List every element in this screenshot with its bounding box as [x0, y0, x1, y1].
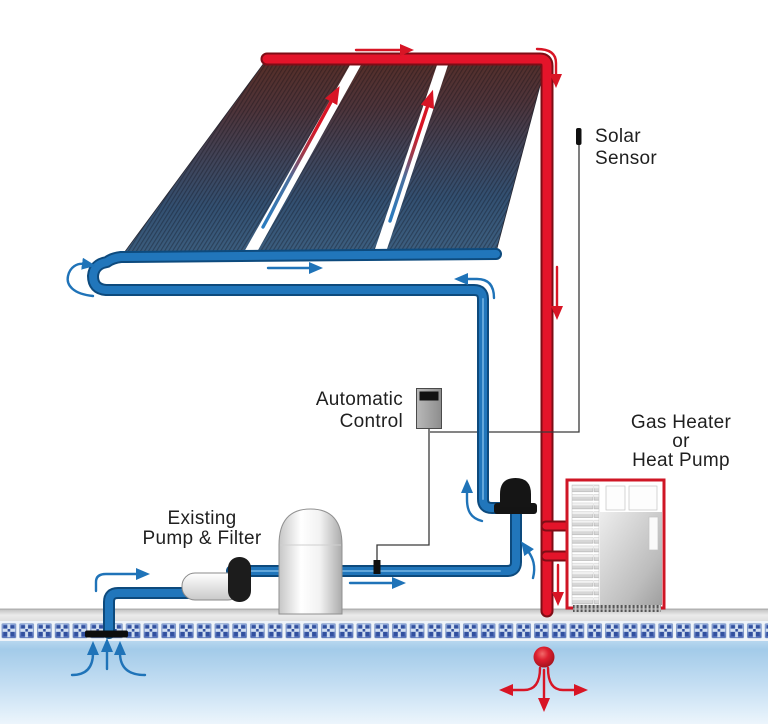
pool-deck-edge — [0, 608, 768, 611]
cold-flow-arrow — [66, 257, 96, 298]
cold-flow-arrow — [461, 479, 484, 523]
heating-flow-arrow — [388, 89, 435, 223]
heater-vent — [605, 485, 626, 511]
hot-flow-arrows — [354, 44, 564, 606]
cold-supply-riser-fill — [89, 250, 511, 512]
heater-vent — [628, 485, 658, 511]
filter-tank-body — [278, 508, 343, 615]
return-jet-outlet — [533, 646, 555, 668]
filter-tank — [278, 508, 343, 615]
pool-water — [0, 641, 768, 724]
heater-louvers — [571, 484, 600, 606]
heater-base-grille — [573, 605, 661, 612]
pump-filter-label: Existing — [168, 508, 237, 529]
control-display — [419, 391, 439, 401]
solar-sensor-probe — [576, 128, 582, 145]
gas-heater-label: Heat Pump — [632, 450, 730, 471]
cold-flow-arrows — [66, 257, 536, 593]
motorized-valve — [494, 478, 537, 514]
pump — [181, 557, 251, 602]
filter-to-valve-pipe-fill — [228, 510, 520, 575]
pool-tiles — [0, 621, 768, 641]
solar-sensor-label: Solar — [595, 126, 641, 147]
pool-deck — [0, 610, 768, 622]
hot-water-piping — [260, 52, 571, 618]
hot-return-pipe-fill — [262, 54, 552, 616]
collector-texture — [121, 63, 546, 257]
suction-flow-arrow — [70, 641, 99, 677]
solar-collector-panel — [120, 62, 547, 258]
automatic-control-label: Control — [340, 411, 403, 432]
solar-sensor-label: Sensor — [595, 148, 657, 169]
cold-flow-arrow — [94, 568, 150, 593]
hot-flow-arrow — [535, 47, 562, 88]
gas-heater-label: Gas Heater — [631, 412, 732, 433]
pump-motor — [228, 557, 251, 602]
pool-return-jet — [499, 646, 588, 712]
labels: Solar Sensor Automatic Control Gas Heate… — [143, 126, 732, 549]
gas-heater-label: or — [672, 431, 690, 452]
cold-flow-arrow — [521, 541, 536, 580]
gas-heater-unit — [565, 478, 666, 612]
return-flow-arrow — [546, 666, 588, 696]
automatic-control-label: Automatic — [316, 389, 403, 410]
valve-dome — [500, 478, 531, 507]
heater-slot — [648, 516, 659, 551]
return-flow-arrow — [499, 666, 542, 696]
drain-cover — [85, 630, 128, 638]
pool-main-drain — [70, 630, 147, 677]
cold-flow-arrow — [454, 273, 496, 300]
heating-flow-arrow — [261, 85, 340, 229]
pipe-sensor-tap — [373, 560, 381, 574]
suction-flow-arrow — [114, 641, 147, 677]
pool-suction-pipe-fill — [105, 589, 192, 637]
pump-filter-label: Pump & Filter — [143, 528, 262, 549]
control-wire — [376, 428, 430, 567]
pool — [0, 608, 768, 724]
automatic-control-box — [416, 388, 442, 429]
